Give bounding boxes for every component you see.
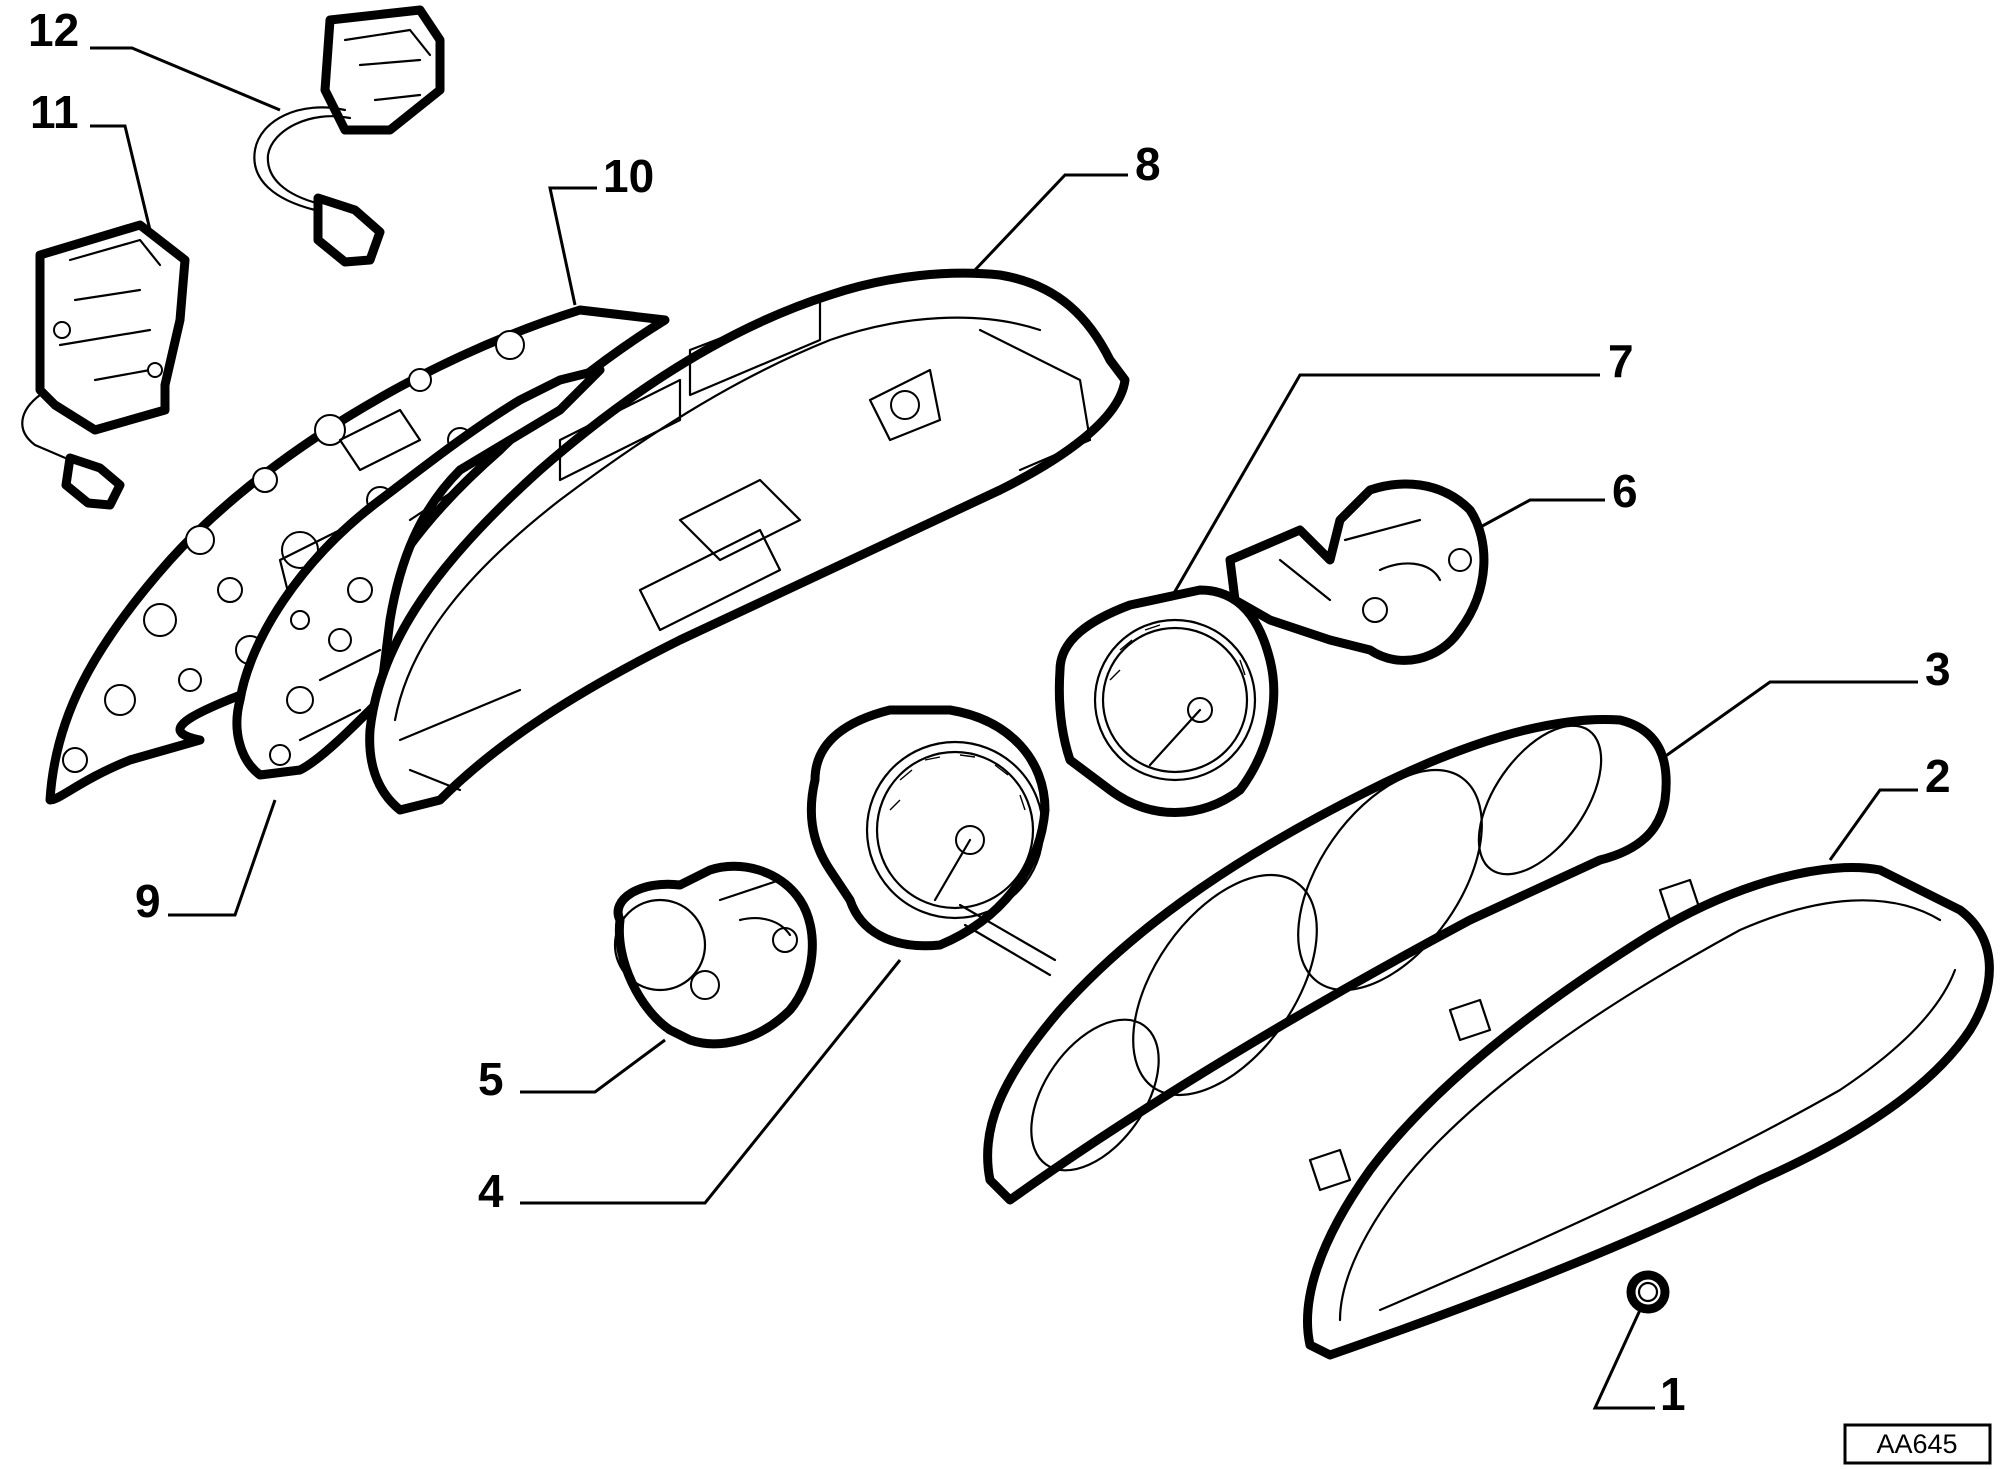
callout-numbers: 12 11 10 8 7 6 3 2 9 5 4 1 — [28, 4, 1951, 1420]
callout-8: 8 — [1135, 138, 1161, 190]
leader-lines — [90, 46, 1918, 1410]
part-7-speedometer-gauge — [1054, 585, 1279, 817]
leader-11 — [90, 124, 152, 231]
callout-5: 5 — [478, 1053, 504, 1105]
part-3-dial-face-plate — [983, 714, 1671, 1205]
callout-7: 7 — [1608, 335, 1634, 387]
part-4-tachometer-gauge — [806, 705, 1057, 977]
part-6-gauge-motor — [1225, 479, 1489, 665]
leader-10 — [548, 186, 597, 306]
leader-12 — [90, 46, 281, 112]
callout-9: 9 — [135, 875, 161, 927]
leader-7 — [1168, 373, 1600, 601]
part-10-intermediate-plate — [232, 365, 605, 780]
leader-8 — [973, 173, 1128, 272]
part-8-main-housing — [365, 268, 1130, 815]
leader-5 — [520, 1038, 666, 1094]
part-5-small-gauge-motor — [613, 861, 817, 1049]
leader-4 — [520, 959, 902, 1205]
part-11-switch-bracket — [21, 220, 190, 510]
callout-4: 4 — [478, 1165, 504, 1217]
part-12-wiring-connector — [253, 5, 445, 267]
leader-2 — [1828, 788, 1918, 861]
part-1-bulb-plug — [1626, 1270, 1670, 1314]
callout-2: 2 — [1925, 750, 1951, 802]
leader-1 — [1592, 1309, 1655, 1410]
callout-6: 6 — [1612, 465, 1638, 517]
leader-9 — [168, 799, 277, 917]
callout-11: 11 — [30, 86, 79, 138]
callout-10: 10 — [603, 150, 654, 202]
callout-1: 1 — [1660, 1368, 1686, 1420]
reference-code-label: AA645 — [1843, 1423, 1992, 1465]
callout-12: 12 — [28, 4, 79, 56]
leader-3 — [1659, 680, 1918, 762]
callout-3: 3 — [1925, 643, 1951, 695]
leader-6 — [1474, 498, 1605, 532]
reference-code-text: AA645 — [1876, 1429, 1957, 1459]
part-2-lens-bezel — [1303, 863, 1994, 1360]
